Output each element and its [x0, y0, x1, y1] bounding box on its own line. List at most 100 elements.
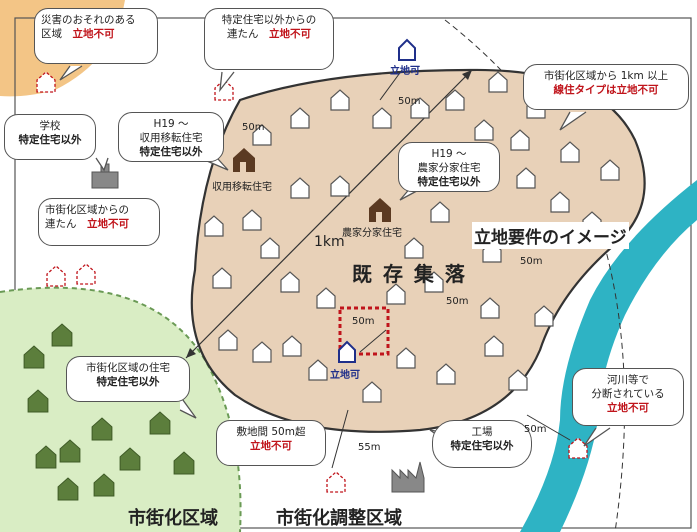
urban-house	[59, 439, 81, 463]
settlement-house	[600, 159, 620, 181]
bubble-relocation-line1: H19 〜	[153, 118, 189, 130]
settlement-house	[212, 267, 232, 289]
bubble-urban-house-line1: 市街化区域の住宅	[86, 362, 170, 374]
diagram-title: 立地要件のイメージ	[472, 222, 629, 249]
bubble-school-ok: 特定住宅以外	[18, 134, 82, 146]
bubble-factory-line1: 工場	[471, 426, 493, 438]
settlement-house	[386, 283, 406, 305]
settlement-house	[372, 107, 392, 129]
urban-area-label: 市街化区域	[128, 508, 218, 529]
bubble-gap-line1: 敷地間 50m超	[236, 426, 306, 438]
bubble-hazard-line2: 区域	[41, 28, 62, 40]
dist-arrow-river	[526, 414, 571, 441]
settlement-house	[516, 167, 536, 189]
bubble-hazard-line1: 災害のおそれのある	[41, 14, 136, 26]
bubble-continuity-urban-line1: 市街化区域からの	[45, 204, 129, 216]
bubble-urban-house-ok: 特定住宅以外	[96, 376, 160, 388]
settlement-house	[508, 369, 528, 391]
label-ok-center: 立地可	[330, 370, 360, 381]
settlement-house	[430, 201, 450, 223]
allowed-house-center	[338, 340, 356, 363]
settlement-house	[260, 237, 280, 259]
not-allowed-house	[76, 263, 96, 285]
settlement-house	[330, 175, 350, 197]
settlement-house	[290, 107, 310, 129]
bubble-factory-ok: 特定住宅以外	[450, 440, 514, 452]
label-50m-e: 50m	[352, 316, 375, 327]
allowed-house-top	[398, 38, 416, 61]
settlement-house	[290, 177, 310, 199]
label-ok-top: 立地可	[390, 66, 420, 77]
settlement-house	[488, 71, 508, 93]
settlement-house	[510, 129, 530, 151]
bubble-farm: H19 〜 農家分家住宅 特定住宅以外	[398, 142, 500, 192]
tail-school	[95, 157, 109, 172]
bubble-continuity-outside-line2: 連たん	[227, 28, 259, 40]
label-50m-b: 50m	[398, 96, 421, 107]
bubble-farm-ok: 特定住宅以外	[417, 176, 481, 188]
river	[520, 180, 697, 532]
bubble-continuity-urban-row2: 連たん 立地不可	[45, 217, 153, 231]
arrowhead-bottom	[186, 348, 196, 358]
settlement-house	[242, 209, 262, 231]
tail-continuity	[219, 71, 235, 93]
urban-house	[51, 323, 73, 347]
label-1km: 1km	[314, 234, 345, 250]
not-allowed-house	[46, 265, 66, 287]
bubble-river-line2: 分断されている	[591, 388, 665, 400]
bubble-far-line-line1: 市街化区域から 1km 以上	[543, 70, 669, 82]
adjustment-area-label: 市街化調整区域	[276, 508, 402, 529]
settlement-house	[560, 141, 580, 163]
settlement-house	[474, 119, 494, 141]
dist-arrow-top	[379, 69, 403, 101]
label-farm-house: 農家分家住宅	[342, 228, 402, 239]
urban-house	[93, 473, 115, 497]
dist-arrow-gap	[331, 409, 349, 469]
urban-house	[119, 447, 141, 471]
bubble-factory: 工場 特定住宅以外	[432, 420, 532, 468]
bubble-river-line1: 河川等で	[607, 374, 649, 386]
bubble-hazard-row2: 区域 立地不可	[41, 27, 151, 41]
bubble-continuity-urban-line2: 連たん	[45, 218, 77, 230]
bubble-river-ng: 立地不可	[607, 402, 649, 414]
label-50m-f: 50m	[524, 424, 547, 435]
arrowhead-top	[462, 70, 472, 80]
bubble-far-line-ng: 線住タイプは立地不可	[553, 84, 659, 96]
urban-houses	[23, 323, 195, 501]
bubble-continuity-outside-line1: 特定住宅以外からの	[221, 14, 317, 26]
settlement-house	[404, 237, 424, 259]
label-50m-d: 50m	[446, 296, 469, 307]
settlement-label: 既 存 集 落	[352, 262, 467, 286]
settlement-house	[410, 97, 430, 119]
farm-house-icon	[369, 198, 391, 222]
settlement-house	[362, 381, 382, 403]
settlement-house	[484, 335, 504, 357]
bubble-continuity-urban: 市街化区域からの 連たん 立地不可	[38, 198, 160, 246]
urban-house	[57, 477, 79, 501]
bubble-farm-line2: 農家分家住宅	[417, 162, 481, 174]
urban-house	[27, 389, 49, 413]
bubble-continuity-outside-ng: 立地不可	[269, 28, 311, 40]
settlement-house	[534, 305, 554, 327]
label-55m: 55m	[358, 442, 381, 453]
not-allowed-house	[568, 437, 588, 459]
settlement-house	[252, 124, 272, 146]
bubble-relocation-line2: 収用移転住宅	[139, 132, 203, 144]
bubble-urban-house: 市街化区域の住宅 特定住宅以外	[66, 356, 190, 402]
settlement-house	[316, 287, 336, 309]
highlight-box	[338, 306, 390, 356]
bubble-continuity-outside-row2: 連たん 立地不可	[211, 27, 327, 41]
factory-icon	[391, 461, 425, 493]
tail-urban	[179, 395, 197, 419]
settlement-house	[480, 297, 500, 319]
adjustment-area-frame	[14, 17, 692, 529]
not-allowed-house	[36, 71, 56, 93]
relocation-house-icon	[233, 148, 255, 172]
bubble-gap-ng: 立地不可	[250, 440, 292, 452]
dist-arrow-center	[359, 329, 387, 353]
settlement-house	[330, 89, 350, 111]
bubble-far-line: 市街化区域から 1km 以上 線住タイプは立地不可	[523, 64, 689, 110]
urban-house	[91, 417, 113, 441]
bubble-farm-line1: H19 〜	[431, 148, 467, 160]
